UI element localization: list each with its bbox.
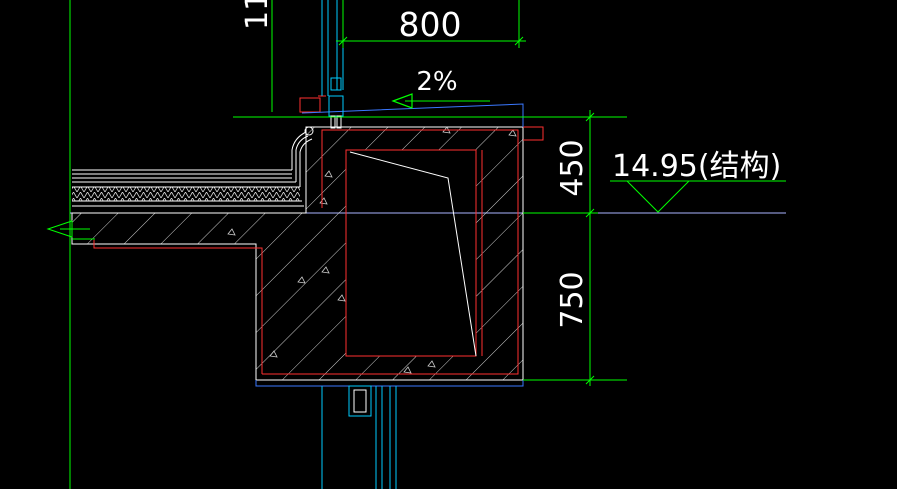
left-wall-lines bbox=[69, 0, 273, 489]
left-level-arrow bbox=[46, 220, 95, 240]
slab-edge-outline bbox=[255, 380, 524, 387]
gutter-top-slope-line bbox=[301, 103, 524, 127]
roof-build-up-layers bbox=[72, 131, 313, 207]
dimension-800-label: 800 bbox=[399, 5, 462, 44]
slope-arrow bbox=[391, 93, 490, 109]
window-frame-upper bbox=[321, 0, 344, 117]
slope-label: 2% bbox=[416, 67, 457, 97]
gutter-liner-slope bbox=[349, 151, 477, 357]
elevation-label: 14.95(结构) bbox=[612, 149, 781, 184]
dimension-800 bbox=[336, 0, 526, 48]
dimension-450-label: 450 bbox=[555, 139, 590, 196]
gutter-red-outline bbox=[93, 95, 544, 375]
window-frame-lower bbox=[348, 385, 397, 489]
dimension-750-label: 750 bbox=[555, 271, 590, 328]
concrete-gutter-section bbox=[71, 126, 524, 381]
dimension-vertical bbox=[523, 110, 598, 386]
dimension-110-label: 110 bbox=[240, 0, 275, 30]
insulation-layer bbox=[72, 187, 300, 201]
window-fixing-detail bbox=[304, 115, 342, 136]
elevation-marker bbox=[610, 180, 786, 213]
